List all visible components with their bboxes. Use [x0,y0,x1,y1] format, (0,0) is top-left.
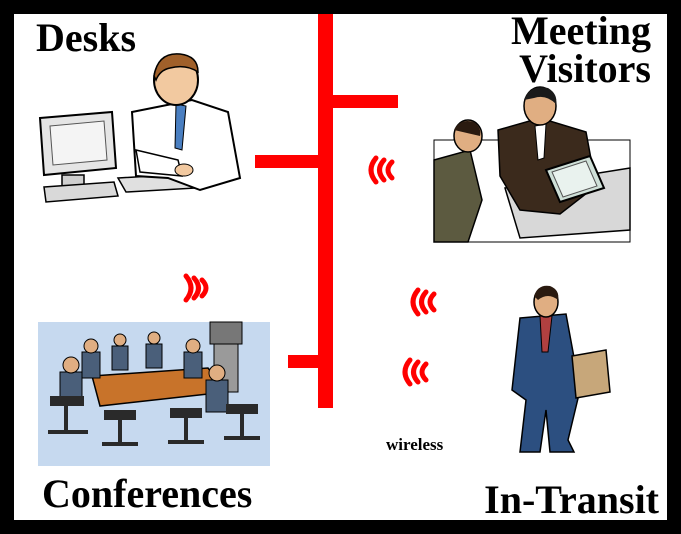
label-desks: Desks [36,15,137,60]
branch-desks [255,155,332,168]
man-on-phone-icon [511,285,611,453]
label-meeting: Meeting [511,8,651,53]
label-in-transit: In-Transit [484,477,659,522]
backbone-vertical-line [318,14,333,408]
branch-conferences [288,355,332,368]
label-visitors: Visitors [519,46,651,91]
label-wireless: wireless [386,435,444,454]
label-conferences: Conferences [42,471,253,516]
man-at-computer-icon [38,53,242,203]
business-meeting-icon [433,86,631,243]
conference-table-icon [38,321,270,466]
network-backbone [255,14,398,408]
branch-meeting [318,95,398,108]
label-meeting-visitors: Meeting Visitors [511,8,651,91]
